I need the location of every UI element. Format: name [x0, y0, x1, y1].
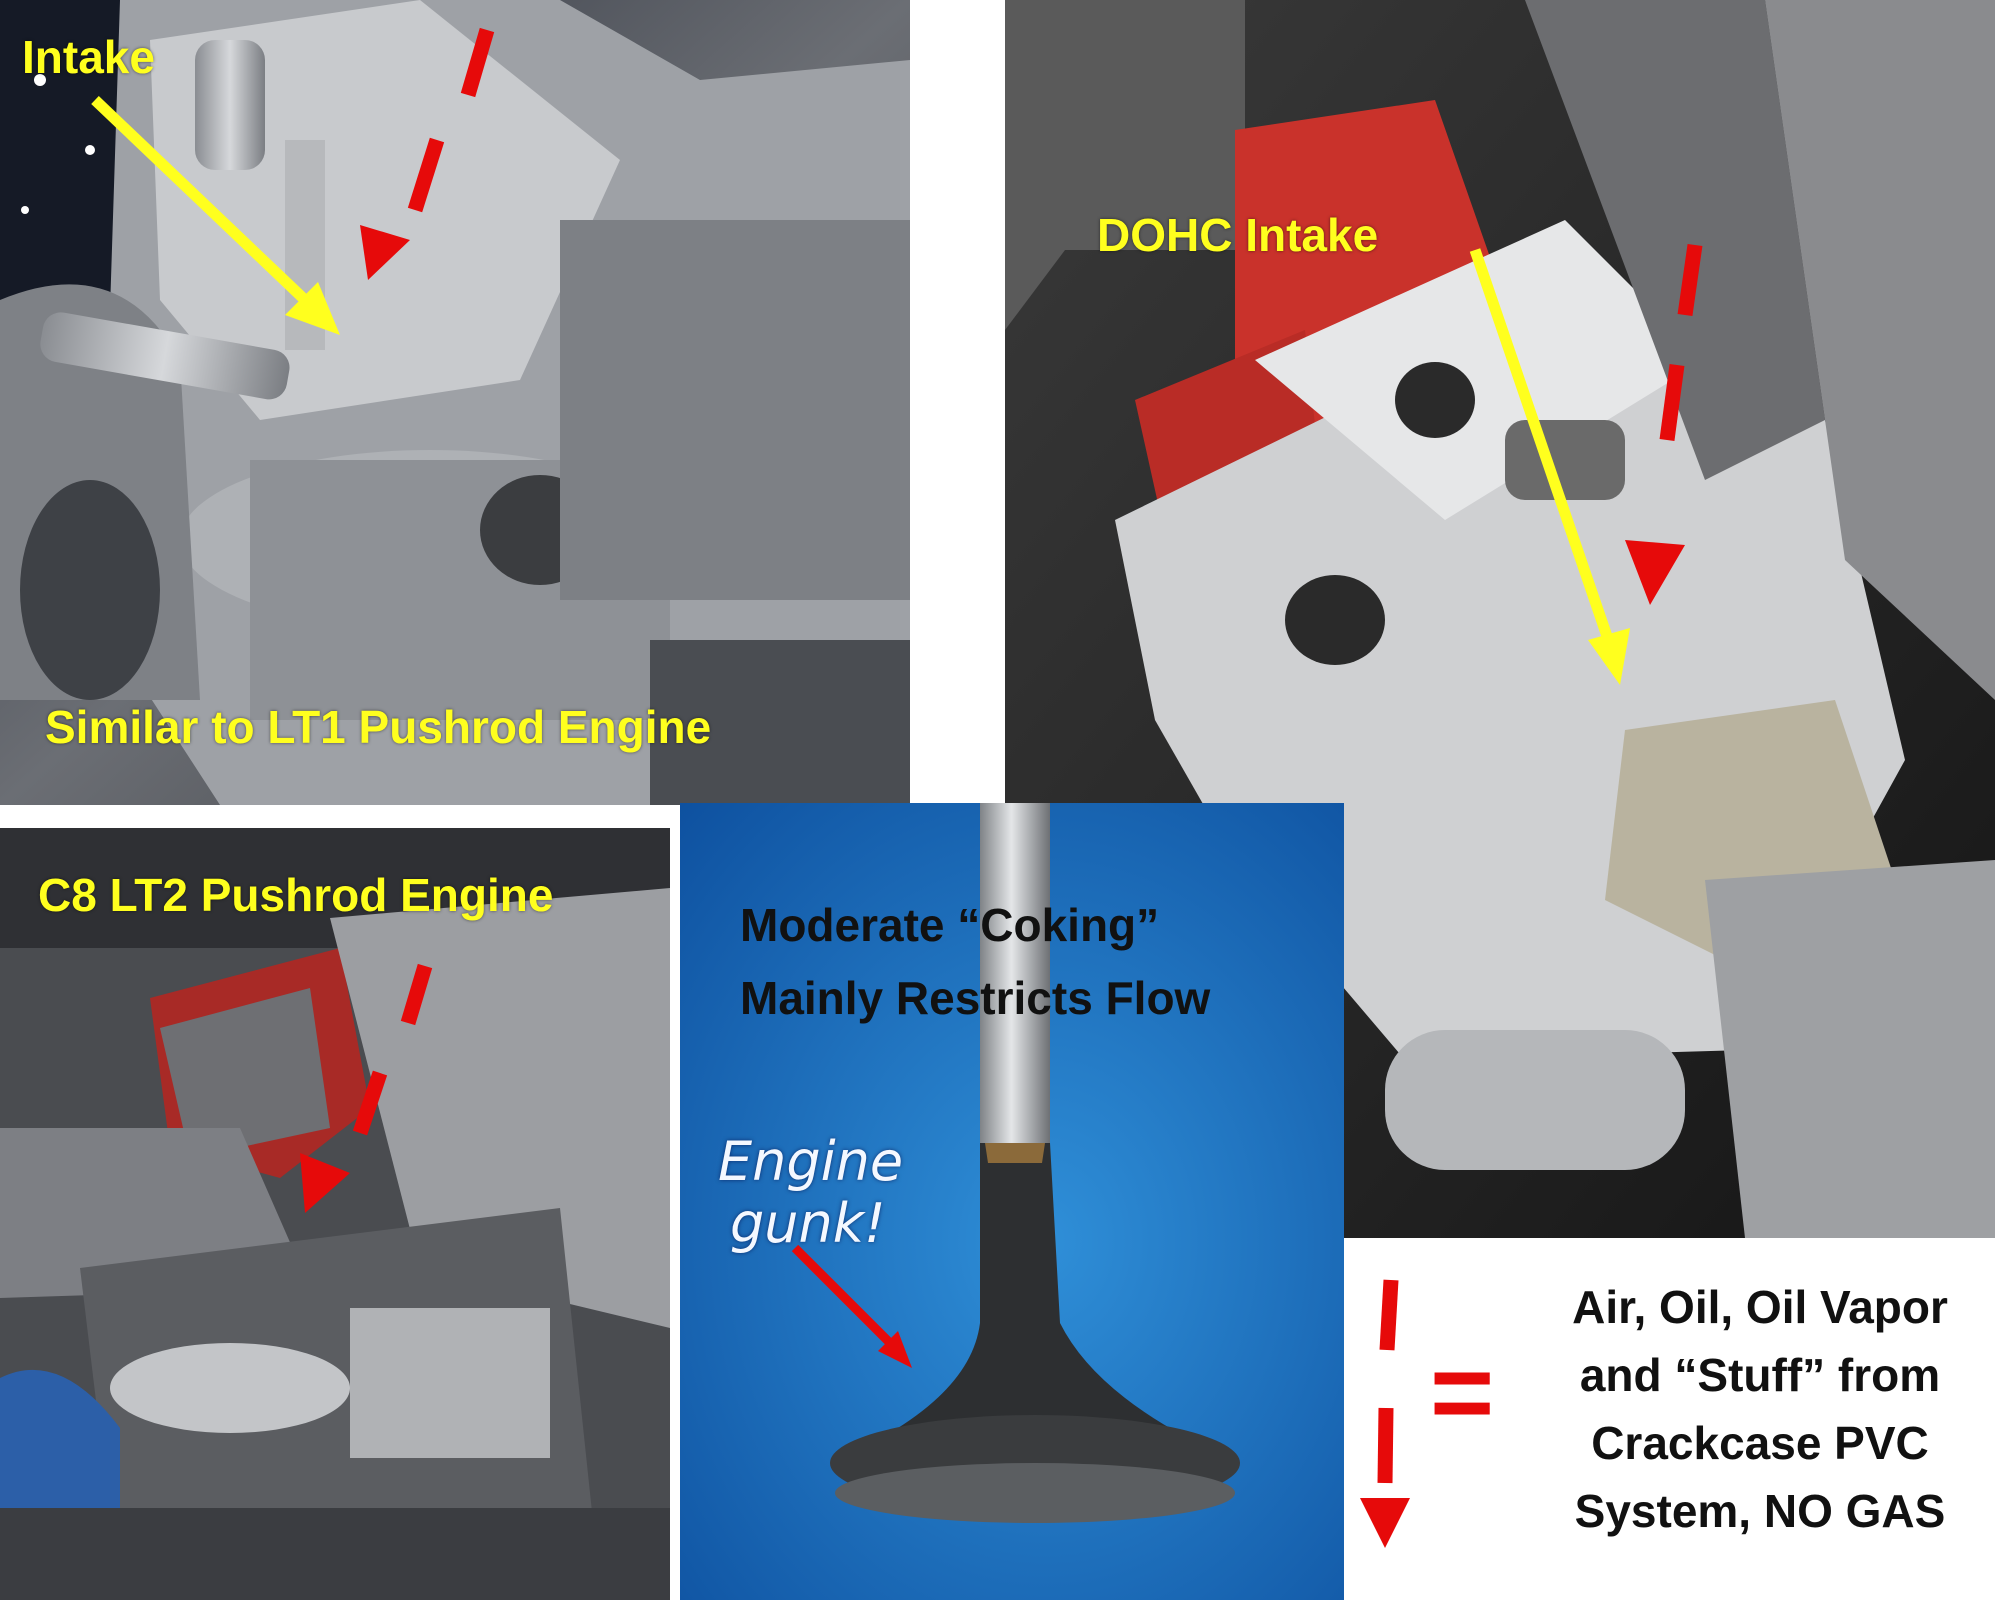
dohc-intake-label: DOHC Intake [1097, 209, 1379, 261]
engine-gunk-line2: gunk! [730, 1192, 886, 1255]
lt2-caption: C8 LT2 Pushrod Engine [38, 869, 554, 921]
legend: = Air, Oil, Oil Vapor and “Stuff” from C… [1345, 1238, 1995, 1600]
engine-gunk-line1: Engine [718, 1130, 904, 1193]
lt1-cutaway-image [0, 0, 910, 805]
lt1-caption: Similar to LT1 Pushrod Engine [45, 701, 712, 753]
lt2-cutaway-photo: C8 LT2 Pushrod Engine [0, 828, 670, 1600]
lt2-cutaway-image [0, 828, 670, 1600]
dohc-cutaway-photo: DOHC Intake [1005, 0, 1995, 1238]
legend-line: and “Stuff” from [1579, 1349, 1941, 1401]
legend-description: Air, Oil, Oil Vapor and “Stuff” from Cra… [1535, 1273, 1985, 1545]
legend-line: Air, Oil, Oil Vapor [1572, 1281, 1948, 1333]
legend-line: System, NO GAS [1574, 1485, 1946, 1537]
legend-red-dash [1377, 1407, 1394, 1484]
intake-label: Intake [22, 31, 155, 83]
legend-equals: = [1430, 1331, 1495, 1454]
coking-caption-line1: Moderate “Coking” [740, 899, 1160, 951]
lt1-cutaway-photo: Intake Similar to LT1 Pushrod Engine [0, 0, 910, 805]
coked-valve-photo: Moderate “Coking” Mainly Restricts Flow … [680, 803, 1344, 1600]
coking-caption-line2: Mainly Restricts Flow [740, 972, 1211, 1024]
legend-line: Crackcase PVC [1591, 1417, 1929, 1469]
legend-red-dash [1379, 1279, 1399, 1351]
coked-valve-image [680, 803, 1344, 1600]
legend-red-arrowhead [1360, 1498, 1410, 1548]
